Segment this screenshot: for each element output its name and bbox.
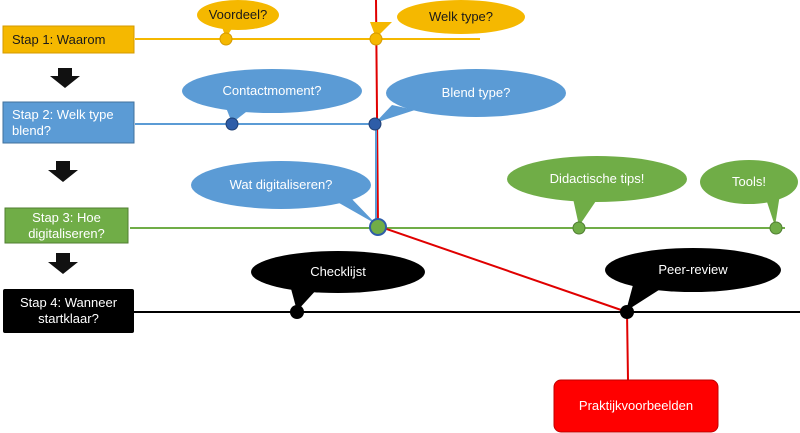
down-arrow-3 [48,253,78,274]
destination-box [553,379,719,433]
bubble-tools-shape [700,160,798,204]
dot-didactische [572,221,586,235]
bubble-peerreview-shape [605,248,781,292]
dot-welktype [369,32,383,46]
dot-contactmoment [225,117,239,131]
bubble-checklijst-shape [251,251,425,293]
dot-blendtype [368,117,382,131]
dot-tools [769,221,783,235]
red-path [375,0,629,381]
bubble-peerreview-tail [626,285,662,311]
step4-box [3,289,134,333]
dot-watdigitaliseren [369,218,387,236]
step2-box [2,101,135,144]
down-arrow-1 [50,68,80,88]
dot-checklijst [290,305,304,319]
dot-peerreview [620,305,634,319]
bubble-didactische-shape [507,156,687,202]
dot-voordeel [219,32,233,46]
step1-box [2,25,135,54]
bubble-watdigitaliseren-shape [191,161,371,209]
bubble-blendtype-tail [375,105,415,123]
bubble-blendtype-shape [386,69,566,117]
bubble-voordeel-shape [197,0,279,30]
bubble-welktype-shape [397,0,525,34]
down-arrow-2 [48,161,78,182]
step3-box [4,207,129,244]
bubble-contactmoment-shape [182,69,362,113]
bubble-didactische-tail [572,194,600,226]
